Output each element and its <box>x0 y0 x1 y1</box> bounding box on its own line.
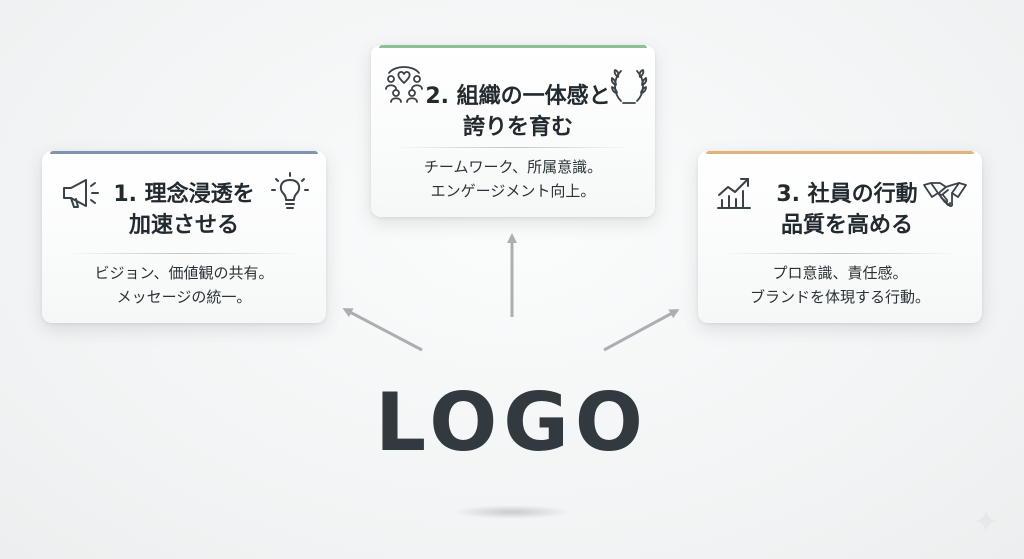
card-desc-line: メッセージの統一。 <box>116 288 252 306</box>
card-behavior: 3. 社員の行動 品質を高める プロ意識、責任感。 ブランドを体現する行動。 <box>698 151 982 323</box>
card-desc-line: ビジョン、価値観の共有。 <box>94 264 274 282</box>
sparkle-icon <box>974 509 998 533</box>
card-unity: 2. 組織の一体感と 誇りを育む チームワーク、所属意識。 エンゲージメント向上… <box>371 45 655 217</box>
card-title-line: 2. 組織の一体感と <box>425 84 611 109</box>
card-philosophy: 1. 理念浸透を 加速させる ビジョン、価値観の共有。 メッセージの統一。 <box>42 151 326 323</box>
card-desc-line: エンゲージメント向上。 <box>430 182 596 200</box>
lightbulb-icon <box>271 172 309 209</box>
card-title-line: 3. 社員の行動 <box>776 182 918 207</box>
card-desc-line: ブランドを体現する行動。 <box>749 288 930 306</box>
card-title-line: 1. 理念浸透を <box>113 182 255 207</box>
card-desc-line: チームワーク、所属意識。 <box>423 158 603 176</box>
card-title-line: 加速させる <box>128 213 239 238</box>
logo-shadow <box>452 505 572 519</box>
handshake-icon <box>923 182 967 207</box>
megaphone-icon <box>63 179 99 208</box>
logo: LOGO <box>375 376 649 469</box>
card-desc-line: プロ意識、責任感。 <box>772 264 908 282</box>
card-title-line: 品質を高める <box>780 213 913 238</box>
arrow-to-card-3 <box>603 309 680 352</box>
card-title-line: 誇りを育む <box>462 115 573 140</box>
team-heart-icon <box>385 66 423 103</box>
arrow-to-card-1 <box>342 308 423 352</box>
growth-chart-icon <box>717 178 751 209</box>
laurel-wreath-icon <box>610 69 648 104</box>
